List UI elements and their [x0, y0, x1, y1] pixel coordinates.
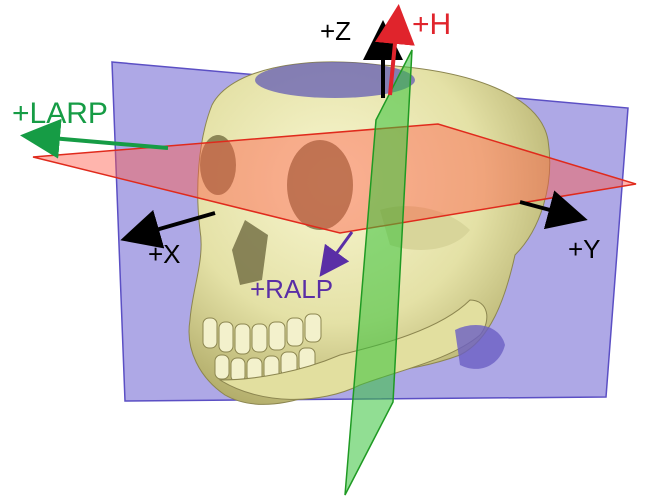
label-plus-ralp: +RALP	[250, 274, 333, 304]
label-plus-larp: +LARP	[12, 97, 108, 130]
label-plus-z: +Z	[320, 16, 351, 46]
label-plus-h: +H	[412, 8, 451, 41]
label-plus-x: +X	[148, 239, 181, 269]
label-plus-y: +Y	[568, 234, 601, 264]
